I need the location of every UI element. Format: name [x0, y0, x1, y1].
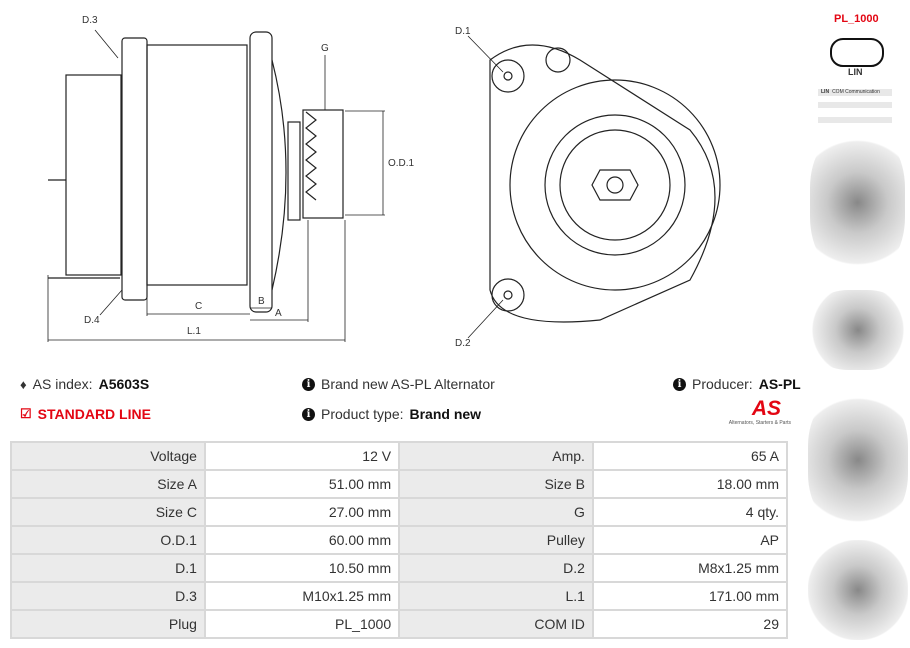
- spec-value: 12 V: [203, 441, 401, 471]
- info-icon: i: [302, 377, 315, 391]
- product-photo-rear[interactable]: [808, 390, 908, 530]
- label-od1: O.D.1: [388, 158, 415, 169]
- spec-value: 18.00 mm: [591, 469, 789, 499]
- spec-value: 27.00 mm: [203, 497, 401, 527]
- description-text: Brand new AS-PL Alternator: [321, 376, 495, 392]
- plug-name: PL_1000: [834, 13, 879, 25]
- front-view-diagram: [467, 35, 721, 339]
- spec-value: 51.00 mm: [203, 469, 401, 499]
- plug-empty-row: [818, 117, 892, 123]
- producer-label: Producer:: [692, 376, 753, 392]
- spec-label: D.1: [10, 553, 206, 583]
- producer: i Producer: AS-PL: [673, 376, 801, 392]
- label-b: B: [258, 296, 265, 307]
- plug-empty-row: [818, 102, 892, 108]
- spec-value: 60.00 mm: [203, 525, 401, 555]
- spec-label: L.1: [398, 581, 594, 611]
- spec-value: M10x1.25 mm: [203, 581, 401, 611]
- spec-label: Size C: [10, 497, 206, 527]
- spec-label: Voltage: [10, 441, 206, 471]
- spec-value: 65 A: [591, 441, 789, 471]
- side-view-diagram: [47, 29, 385, 342]
- producer-value: AS-PL: [758, 376, 801, 392]
- info-icon: i: [673, 377, 686, 391]
- spec-label: Amp.: [398, 441, 594, 471]
- product-photo-angle[interactable]: [808, 540, 908, 640]
- product-type: i Product type: Brand new: [302, 406, 481, 422]
- spec-value: PL_1000: [203, 609, 401, 639]
- spec-value: 10.50 mm: [203, 553, 401, 583]
- spec-label: Plug: [10, 609, 206, 639]
- spec-label: D.2: [398, 553, 594, 583]
- description: i Brand new AS-PL Alternator: [302, 376, 495, 392]
- product-type-value: Brand new: [409, 406, 482, 422]
- plug-pin-label: LIN: [848, 67, 863, 77]
- as-index-label: AS index:: [32, 376, 93, 392]
- spec-label: Size B: [398, 469, 594, 499]
- spec-label: O.D.1: [10, 525, 206, 555]
- logo-mark: AS: [751, 397, 781, 420]
- plug-connector-icon: [830, 38, 884, 67]
- spec-value: M8x1.25 mm: [591, 553, 789, 583]
- product-photo-front[interactable]: [810, 130, 905, 275]
- label-l1: L.1: [187, 326, 201, 337]
- spec-value: AP: [591, 525, 789, 555]
- pin-description: COM Communication: [832, 89, 880, 95]
- label-g: G: [321, 43, 329, 54]
- label-d1: D.1: [455, 26, 471, 37]
- tags-icon: ♦: [20, 376, 27, 392]
- spec-label: D.3: [10, 581, 206, 611]
- label-d3: D.3: [82, 15, 98, 26]
- checkbox-icon: ☑: [20, 406, 32, 421]
- spec-label: COM ID: [398, 609, 594, 639]
- label-d2: D.2: [455, 338, 471, 349]
- label-c: C: [195, 301, 203, 312]
- as-index: ♦ AS index: A5603S: [20, 376, 149, 392]
- spec-value: 171.00 mm: [591, 581, 789, 611]
- spec-label: Pulley: [398, 525, 594, 555]
- spec-label: G: [398, 497, 594, 527]
- standard-line: ☑ STANDARD LINE: [20, 406, 151, 422]
- product-type-label: Product type:: [321, 406, 404, 422]
- as-pl-logo: AS Alternators, Starters & Parts: [716, 397, 791, 427]
- as-index-value: A5603S: [98, 376, 150, 392]
- standard-line-label: STANDARD LINE: [37, 406, 151, 422]
- logo-tagline: Alternators, Starters & Parts: [728, 420, 791, 426]
- spec-value: 29: [591, 609, 789, 639]
- info-icon: i: [302, 407, 315, 421]
- label-d4: D.4: [84, 315, 100, 326]
- pin-name: LIN: [821, 89, 830, 95]
- spec-value: 4 qty.: [591, 497, 789, 527]
- label-a: A: [275, 308, 282, 319]
- spec-label: Size A: [10, 469, 206, 499]
- product-photo-side[interactable]: [808, 290, 908, 370]
